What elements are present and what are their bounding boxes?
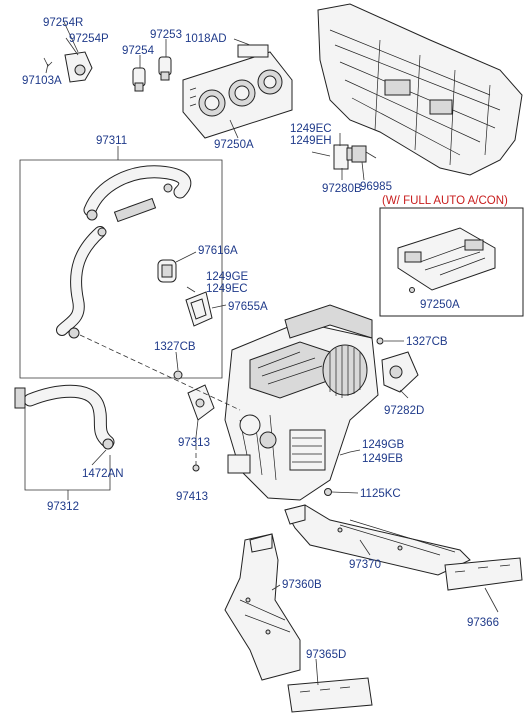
bracket-line-97312 [24,408,111,491]
label-1249EH: 1249EH [290,135,332,147]
label-97282D: 97282D [384,405,424,417]
label-1125KC: 1125KC [360,488,401,500]
heater-hose-97312 [14,384,115,450]
label-97360B: 97360B [282,579,322,591]
leader-lines [45,21,499,686]
label-97413: 97413 [176,491,208,503]
label-96985: 96985 [360,181,392,193]
label-1327CB-left: 1327CB [154,341,196,353]
full-auto-ac-box [379,207,524,317]
duct-outlet-97365D [287,677,373,713]
duct-outlet-97366 [444,557,523,591]
label-97370: 97370 [349,559,381,571]
screw-1125KC [324,488,332,496]
heater-unit-assembly [224,304,379,501]
gasket-97655A [185,291,213,327]
label-97312: 97312 [47,501,79,513]
label-97250A: 97250A [214,139,254,151]
switch-assembly-97254 [43,51,93,83]
control-knob-97253 [158,56,172,81]
label-97313: 97313 [178,437,210,449]
label-1249EC-mid: 1249EC [206,283,248,295]
label-97366: 97366 [467,617,499,629]
sensor-96985 [351,145,377,163]
label-1249EB: 1249EB [362,453,403,465]
label-97280B: 97280B [322,183,362,195]
nut-1327CB-left [173,370,183,380]
screw-1249EC-top [311,151,331,157]
label-1472AN: 1472AN [82,468,124,480]
nut-1327CB-right [376,337,384,345]
label-1018AD: 1018AD [185,33,227,45]
label-1249EC-top: 1249EC [290,123,332,135]
option-title: (W/ FULL AUTO A/CON) [382,195,508,207]
nut-97413 [192,464,200,472]
rear-heating-duct-97360B [224,533,301,681]
label-97103A: 97103A [22,75,62,87]
label-97254: 97254 [122,45,155,57]
rear-heating-duct-97370 [284,504,471,576]
label-1249GE: 1249GE [206,271,249,283]
label-97253: 97253 [150,29,182,41]
label-97365D: 97365D [306,649,346,661]
label-97655A: 97655A [228,301,268,313]
heater-control-panel [182,44,293,139]
label-1327CB-right: 1327CB [406,336,448,348]
actuator-97282D [381,351,419,393]
bracket-97313 [187,384,215,421]
label-97254P: 97254P [69,33,109,45]
label-1249GB: 1249GB [362,439,405,451]
part-labels: 97254R 97254P 97103A 97254 97253 1018AD … [22,17,508,661]
clip-97616A [157,259,177,283]
label-97616A: 97616A [198,245,238,257]
cowl-panel-frame [317,3,523,176]
label-97250A-auto: 97250A [420,299,460,311]
control-knob-97254 [132,67,146,92]
screw-1249GE [186,286,196,293]
heater-hose-97311 [56,165,192,339]
screw-1249GB [339,451,351,456]
label-97254R: 97254R [43,17,83,29]
label-97311: 97311 [96,135,127,147]
hose-group-97311-box [19,159,223,379]
